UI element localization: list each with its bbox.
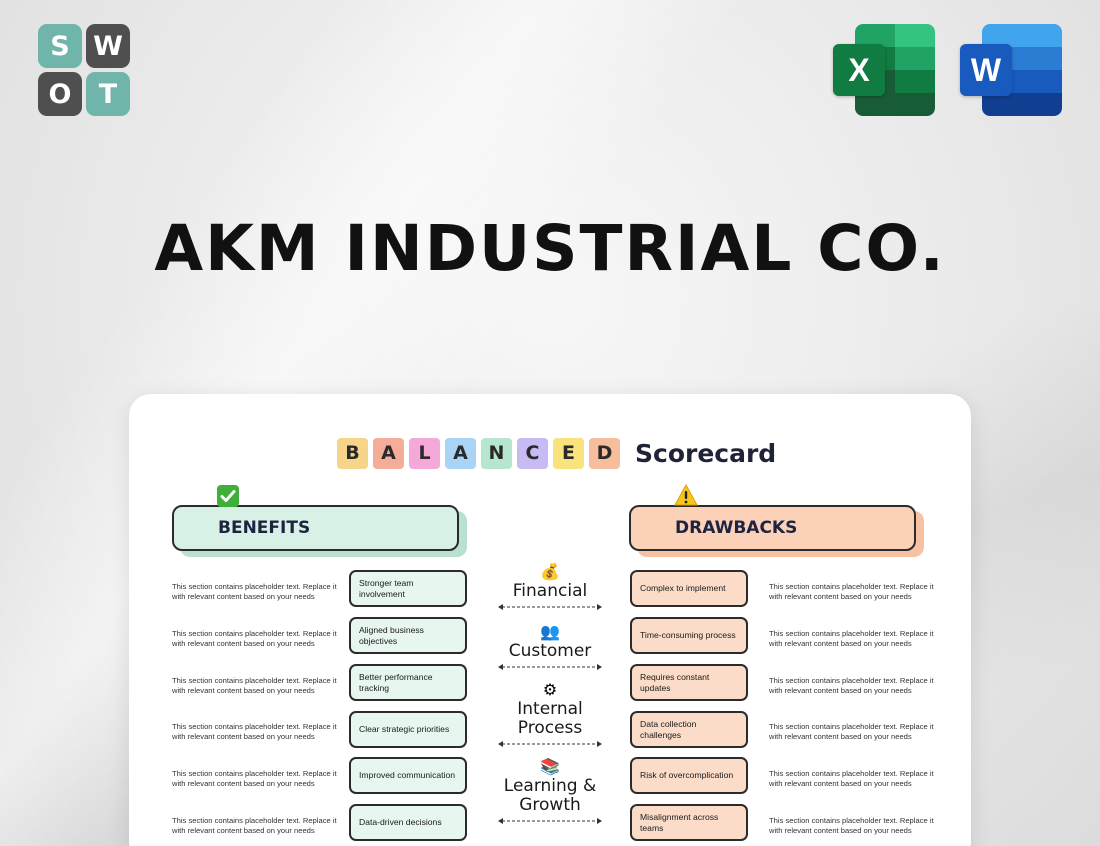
drawback-description: This section contains placeholder text. …: [769, 816, 934, 835]
drawback-description: This section contains placeholder text. …: [769, 676, 934, 695]
benefit-item: Aligned business objectives: [349, 617, 467, 654]
gear-icon: ⚙: [542, 680, 558, 699]
drawbacks-title: DRAWBACKS: [675, 518, 798, 538]
benefit-description: This section contains placeholder text. …: [172, 676, 337, 695]
benefit-description: This section contains placeholder text. …: [172, 722, 337, 741]
double-arrow: [494, 740, 606, 748]
perspective-label: Internal Process: [517, 699, 583, 738]
benefit-item: Better performance tracking: [349, 664, 467, 701]
heading-letter: B: [337, 437, 368, 469]
double-arrow: [494, 663, 606, 671]
heading-letter: A: [445, 437, 476, 469]
drawback-item: Complex to implement: [630, 570, 748, 607]
benefits-header: BENEFITS: [172, 505, 459, 551]
swot-tile-w: W: [86, 24, 130, 68]
heading-letter: D: [589, 437, 620, 469]
scorecard-heading: B A L A N C E D Scorecard: [337, 436, 776, 470]
warning-icon: [674, 483, 698, 510]
benefit-description: This section contains placeholder text. …: [172, 769, 337, 788]
double-arrow: [494, 603, 606, 611]
benefit-description: This section contains placeholder text. …: [172, 582, 337, 601]
word-badge: W: [960, 44, 1012, 96]
perspective-learning-growth: 📚 Learning & Growth: [494, 757, 606, 825]
benefit-description: This section contains placeholder text. …: [172, 629, 337, 648]
benefit-item: Data-driven decisions: [349, 804, 467, 841]
perspective-label: Learning & Growth: [503, 776, 597, 815]
benefits-title: BENEFITS: [218, 518, 311, 538]
swot-tile-t: T: [86, 72, 130, 116]
benefit-item: Stronger team involvement: [349, 570, 467, 607]
scorecard-card: B A L A N C E D Scorecard BENEFITS DRAWB…: [129, 394, 971, 846]
drawback-item: Risk of overcomplication: [630, 757, 748, 794]
heading-letter: L: [409, 437, 440, 469]
word-icon: W: [960, 24, 1062, 116]
books-icon: 📚: [540, 757, 560, 776]
double-arrow: [494, 817, 606, 825]
heading-letter: C: [517, 437, 548, 469]
benefit-item: Clear strategic priorities: [349, 711, 467, 748]
drawbacks-header: DRAWBACKS: [629, 505, 916, 551]
perspective-financial: 💰 Financial: [494, 562, 606, 611]
money-bag-icon: 💰: [540, 562, 560, 581]
check-mark-icon: [216, 484, 240, 512]
perspective-customer: 👥 Customer: [494, 622, 606, 671]
company-title: AKM INDUSTRIAL CO.: [154, 212, 946, 285]
perspective-internal-process: ⚙ Internal Process: [494, 680, 606, 748]
drawback-item: Misalignment across teams: [630, 804, 748, 841]
perspective-label: Customer: [508, 641, 592, 661]
benefit-item: Improved communication: [349, 757, 467, 794]
drawback-description: This section contains placeholder text. …: [769, 722, 934, 741]
perspective-label: Financial: [512, 581, 588, 601]
heading-word: Scorecard: [635, 438, 777, 468]
swot-tile-o: O: [38, 72, 82, 116]
excel-icon: X: [833, 24, 935, 116]
drawback-description: This section contains placeholder text. …: [769, 582, 934, 601]
drawback-description: This section contains placeholder text. …: [769, 769, 934, 788]
swot-tile-s: S: [38, 24, 82, 68]
drawback-description: This section contains placeholder text. …: [769, 629, 934, 648]
benefit-description: This section contains placeholder text. …: [172, 816, 337, 835]
heading-letter: N: [481, 437, 512, 469]
drawback-item: Requires constant updates: [630, 664, 748, 701]
drawback-item: Time-consuming process: [630, 617, 748, 654]
people-icon: 👥: [540, 622, 560, 641]
drawback-item: Data collection challenges: [630, 711, 748, 748]
heading-letter: A: [373, 437, 404, 469]
excel-badge: X: [833, 44, 885, 96]
swot-logo: S W O T: [38, 24, 130, 116]
heading-letter: E: [553, 437, 584, 469]
